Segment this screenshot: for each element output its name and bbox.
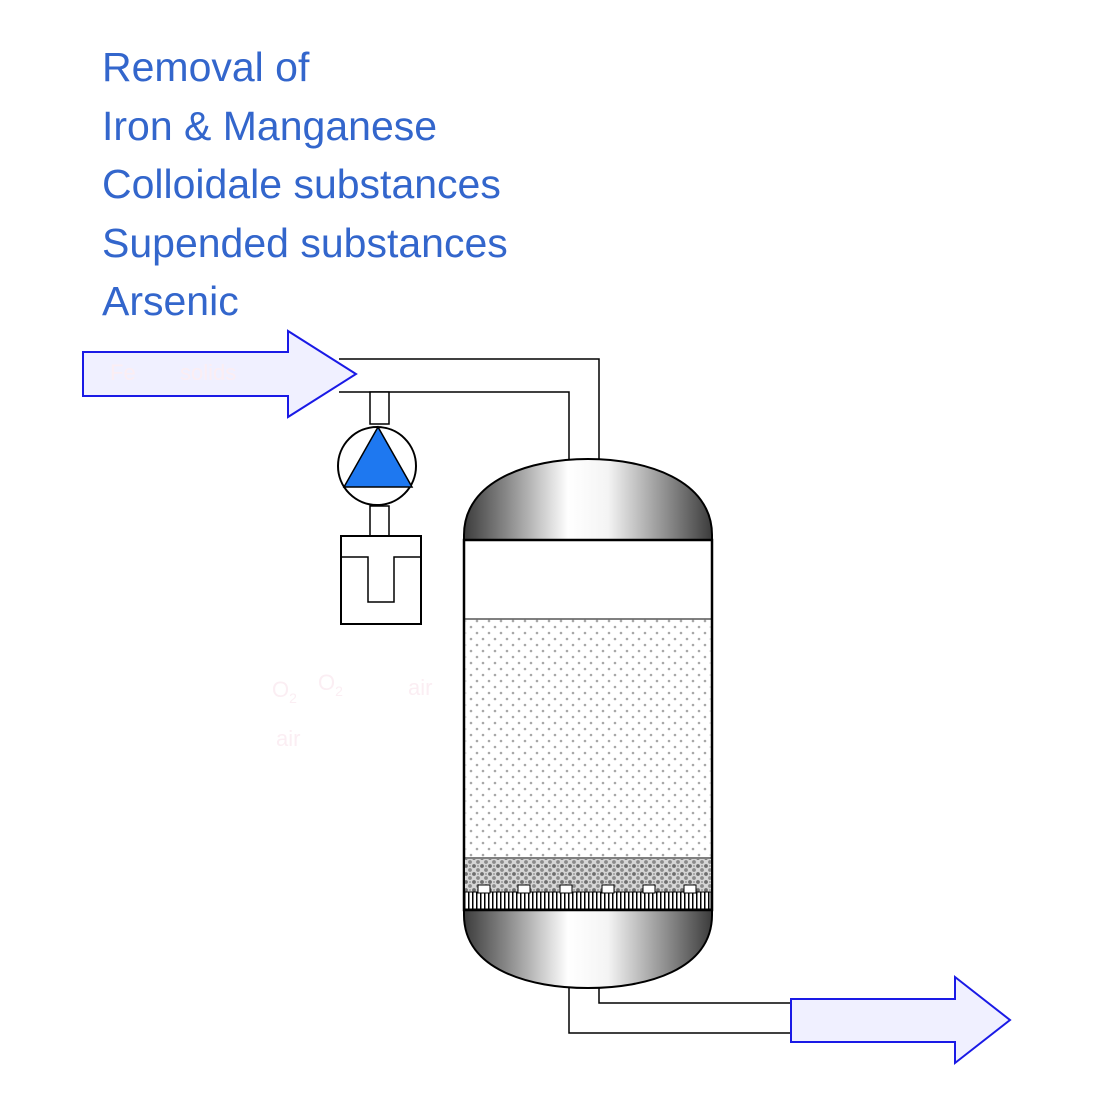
- process-description: Removal of Iron & Manganese Colloidale s…: [102, 38, 508, 331]
- outlet-arrow: [790, 974, 1012, 1066]
- title-line-5: Arsenic: [102, 278, 239, 324]
- vessel-top-head: [463, 457, 713, 541]
- vessel-bottom-head: [463, 909, 713, 990]
- air-label-right: air: [408, 675, 432, 700]
- inlet-solids-label: solids: [180, 360, 236, 385]
- filter-nozzles: [477, 884, 697, 894]
- o2-label-left: O2: [272, 677, 297, 706]
- filter-nozzle: [683, 884, 697, 894]
- filter-nozzle: [559, 884, 573, 894]
- air-label-left: air: [276, 726, 300, 751]
- pump-triangle-icon: [342, 425, 414, 488]
- outlet-pipe: [568, 988, 792, 1034]
- title-line-2: Iron & Manganese: [102, 102, 438, 149]
- inlet-pipe: [339, 358, 600, 460]
- dosing-pipe-upper: [369, 391, 390, 425]
- o2-label-right: O2: [318, 670, 343, 699]
- inlet-fe-label: Fe: [110, 360, 136, 385]
- filter-nozzle: [477, 884, 491, 894]
- dosing-pump: [337, 425, 417, 506]
- inlet-arrow: [82, 329, 358, 419]
- filter-nozzle: [517, 884, 531, 894]
- filter-nozzle: [642, 884, 656, 894]
- title-line-4: Supended substances: [102, 219, 508, 266]
- title-line-3: Colloidale substances: [102, 161, 501, 207]
- nozzle-plate: [464, 891, 712, 910]
- gravel-layer: [465, 859, 711, 893]
- dosing-pipe-lower: [369, 505, 390, 537]
- chemical-tank: [340, 535, 422, 625]
- sand-filter-layer: [465, 619, 711, 858]
- filter-nozzle: [601, 884, 615, 894]
- title-line-1: Removal of: [102, 44, 310, 90]
